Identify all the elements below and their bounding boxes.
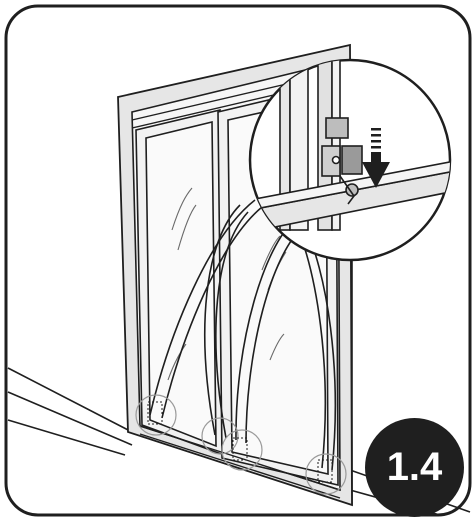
detail-circles <box>135 394 347 495</box>
sliding-panel-left <box>135 108 225 457</box>
arrow-down-icon <box>362 128 390 188</box>
detail-brackets <box>147 401 333 483</box>
step-number-badge: 1.4 <box>365 418 464 517</box>
step-number-label: 1.4 <box>386 445 443 489</box>
magnifier-callout-icon <box>248 58 452 262</box>
